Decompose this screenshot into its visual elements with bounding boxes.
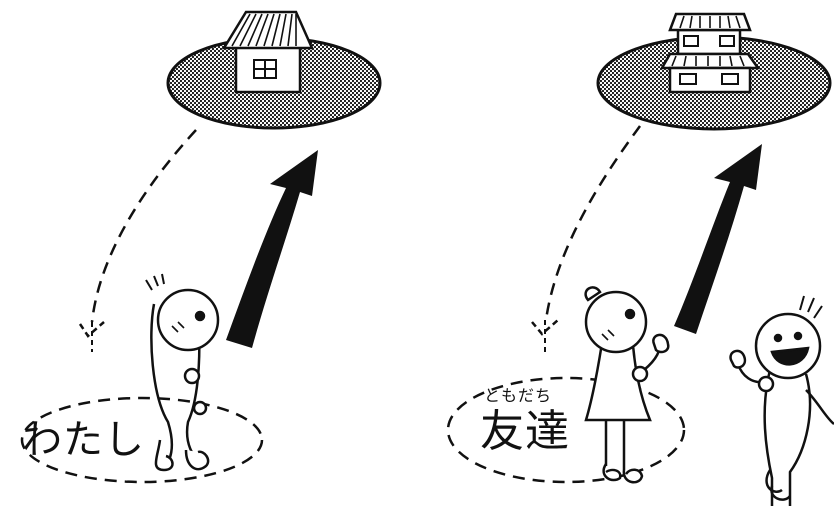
label-me: わたし [22,417,145,463]
me-figure [145,273,220,472]
friend-girl-figure [584,286,670,484]
left-dashed-arrowhead [78,321,105,352]
left-solid-arrow [226,150,318,348]
left-dashed-arrow [90,129,197,323]
friend-boy-figure [729,295,834,506]
left-dashed-circle [20,396,264,484]
right-panel [446,12,834,506]
right-dashed-arrowhead [531,319,559,352]
right-solid-arrow [674,144,762,334]
left-house [221,10,314,94]
right-dashed-arrow [544,125,642,321]
right-dashed-circle [446,376,686,484]
label-friend: 友達 [480,406,570,457]
label-friend-ruby: ともだち [484,386,553,405]
left-panel [20,10,382,484]
right-two-story-house [659,12,761,94]
